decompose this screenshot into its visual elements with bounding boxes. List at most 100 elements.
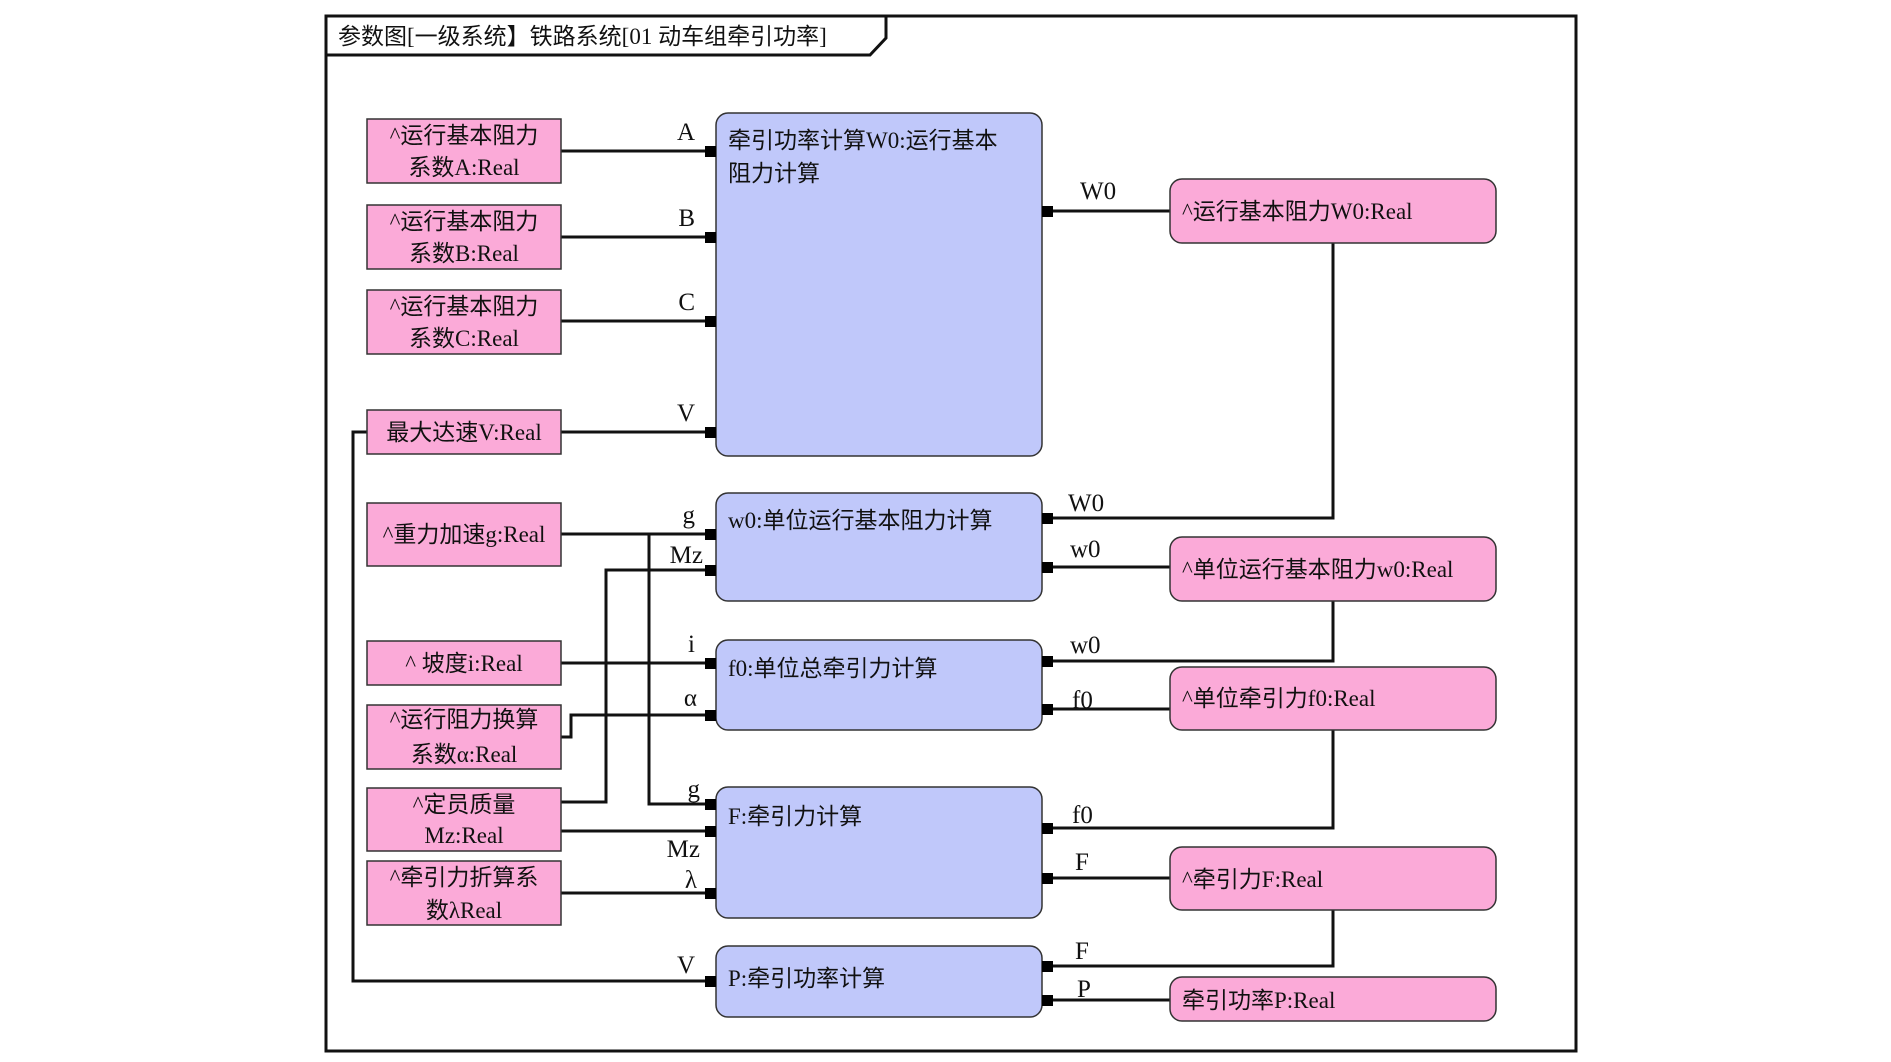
constraint-W0[interactable]: 牵引功率计算W0:运行基本 阻力计算 [715,112,1043,457]
port-label: A [677,119,695,146]
constraint-label: 牵引功率计算W0:运行基本 [728,128,998,153]
output-f0[interactable]: ^单位牵引力f0:Real [1169,666,1497,731]
wire-W0-to-w0[interactable] [1048,243,1335,520]
parameter-label: ^重力加速g:Real [383,522,546,547]
output-F[interactable]: ^牵引力F:Real [1169,846,1497,911]
connectors [351,149,1335,1002]
port-label: W0 [1080,178,1116,205]
parameter-label: ^运行阻力换算 [390,707,539,732]
port-label: f0 [1072,687,1093,714]
port-label: V [677,400,695,427]
parameter-A[interactable]: ^运行基本阻力 系数A:Real [366,118,562,184]
port-label: λ [685,867,697,894]
port-g[interactable] [705,529,716,540]
parameter-alpha[interactable]: ^运行阻力换算 系数α:Real [366,704,562,770]
port-W0-in[interactable] [1042,513,1053,524]
port-label: F [1075,849,1089,876]
constraint-label: f0:单位总牵引力计算 [728,656,938,681]
port-i[interactable] [705,658,716,669]
port-label: α [684,685,697,712]
port-label: w0 [1070,632,1101,659]
parameter-label: ^运行基本阻力 [390,209,539,234]
wire-F-to-P[interactable] [1048,910,1335,968]
port-label: Mz [667,836,700,863]
port-F-in[interactable] [1042,961,1053,972]
port-W0-out[interactable] [1042,206,1053,217]
wire-f0-to-F[interactable] [1048,730,1335,830]
constraint-P[interactable]: P:牵引功率计算 [715,945,1043,1018]
port-g[interactable] [705,799,716,810]
port-A[interactable] [705,146,716,157]
constraint-w0[interactable]: w0:单位运行基本阻力计算 [715,492,1043,602]
port-label: i [688,631,695,658]
port-w0-out[interactable] [1042,562,1053,573]
port-label: W0 [1068,490,1104,517]
port-C[interactable] [705,316,716,327]
port-alpha[interactable] [705,710,716,721]
port-w0-in[interactable] [1042,656,1053,667]
output-label: ^单位运行基本阻力w0:Real [1182,557,1453,582]
port-label: g [683,502,696,529]
parameter-V[interactable]: 最大达速V:Real [366,409,562,455]
parameter-label: ^定员质量 [413,792,516,817]
port-f0-in[interactable] [1042,823,1053,834]
wire-g-to-F[interactable] [647,534,710,806]
parameter-B[interactable]: ^运行基本阻力 系数B:Real [366,204,562,270]
parameter-g[interactable]: ^重力加速g:Real [366,502,562,567]
port-P-out[interactable] [1042,995,1053,1006]
port-label: g [688,776,701,803]
port-label: P [1077,976,1091,1003]
output-label: ^运行基本阻力W0:Real [1182,199,1413,224]
title-tab [326,16,888,57]
constraint-label: P:牵引功率计算 [728,966,885,991]
parameter-label: ^运行基本阻力 [390,294,539,319]
output-P[interactable]: 牵引功率P:Real [1169,976,1497,1022]
port-label: B [678,205,695,232]
wire-Mz-to-w0[interactable] [561,568,710,804]
port-label: C [678,289,695,316]
port-B[interactable] [705,232,716,243]
port-F-out[interactable] [1042,873,1053,884]
parameter-label: 系数B:Real [409,241,519,266]
constraint-label: w0:单位运行基本阻力计算 [728,508,993,533]
wire-w0-to-f0[interactable] [1048,601,1335,663]
port-Mz[interactable] [705,565,716,576]
constraint-label: F:牵引力计算 [728,804,862,829]
parameter-label: 数λReal [426,898,502,923]
parameter-label: Mz:Real [424,823,503,848]
ports [705,146,1053,1006]
parameter-Mz[interactable]: ^定员质量 Mz:Real [366,787,562,852]
parameter-label: 系数A:Real [408,155,519,180]
wire-V-to-P[interactable] [351,430,710,983]
output-label: 牵引功率P:Real [1182,988,1335,1013]
output-W0[interactable]: ^运行基本阻力W0:Real [1169,178,1497,244]
port-f0-out[interactable] [1042,704,1053,715]
parameter-i[interactable]: ^ 坡度i:Real [366,640,562,686]
constraint-label: 阻力计算 [728,161,820,186]
parameter-label: ^运行基本阻力 [390,123,539,148]
parameter-label: 系数α:Real [411,742,518,767]
parameter-C[interactable]: ^运行基本阻力 系数C:Real [366,289,562,355]
port-lambda[interactable] [705,888,716,899]
port-label: w0 [1070,536,1101,563]
output-label: ^单位牵引力f0:Real [1182,686,1376,711]
parameter-label: 最大达速V:Real [386,420,541,445]
port-label: V [677,952,695,979]
constraint-F[interactable]: F:牵引力计算 [715,786,1043,919]
port-V[interactable] [705,976,716,987]
port-label: F [1075,938,1089,965]
parameter-label: ^ 坡度i:Real [405,651,522,676]
port-label: f0 [1072,802,1093,829]
parameter-label: ^牵引力折算系 [390,865,539,890]
port-V[interactable] [705,427,716,438]
constraint-f0[interactable]: f0:单位总牵引力计算 [715,639,1043,731]
diagram-frame [324,14,1578,1053]
port-Mz[interactable] [705,826,716,837]
port-label: Mz [670,542,703,569]
parameter-lambda[interactable]: ^牵引力折算系 数λReal [366,860,562,926]
output-w0[interactable]: ^单位运行基本阻力w0:Real [1169,536,1497,602]
wire-alpha[interactable] [561,713,710,739]
parameter-label: 系数C:Real [409,326,519,351]
diagram-title: 参数图[一级系统】铁路系统[01 动车组牵引功率] [338,24,827,49]
